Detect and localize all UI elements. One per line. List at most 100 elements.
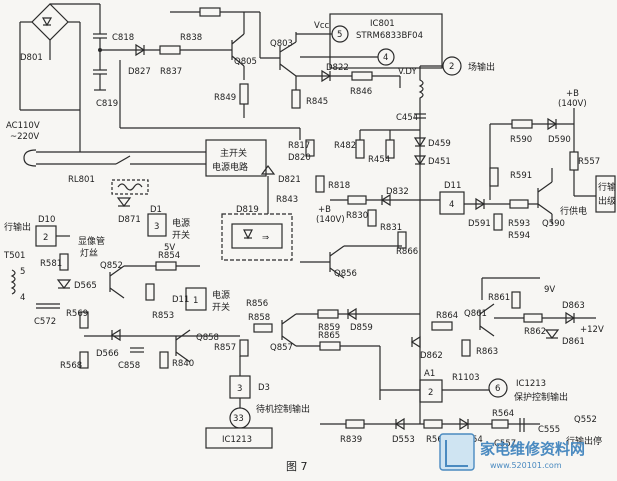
label-D11: D11 bbox=[444, 181, 461, 191]
diode-D553 bbox=[394, 417, 405, 431]
block-pin3-standby bbox=[147, 213, 167, 237]
label-C557: C557 bbox=[494, 439, 516, 449]
label-D871: D871 bbox=[118, 215, 141, 225]
pin-d11-4: 4 bbox=[449, 200, 454, 210]
label-D832: D832 bbox=[386, 187, 409, 197]
label-D819: D819 bbox=[236, 205, 259, 215]
label-main-switch-1: 主开关 bbox=[220, 147, 247, 159]
label-D801: D801 bbox=[20, 53, 43, 63]
diode-D565 bbox=[56, 279, 72, 289]
label-C818: C818 bbox=[112, 33, 134, 43]
resistor-R845 bbox=[291, 89, 301, 109]
label-ac-1: AC110V bbox=[6, 121, 40, 131]
resistor-R581 bbox=[59, 253, 69, 271]
resistor-R838 bbox=[199, 7, 221, 17]
resistor-R594 bbox=[493, 213, 503, 231]
block-D11-pin4 bbox=[439, 191, 465, 215]
transistor-Q590 bbox=[537, 168, 553, 224]
label-R861: R861 bbox=[488, 293, 510, 303]
resistor-R831 bbox=[367, 209, 377, 227]
label-C572: C572 bbox=[34, 317, 56, 327]
label-kinescope-1: 显像管 bbox=[78, 235, 105, 247]
resistor-R866 bbox=[397, 231, 407, 249]
label-R856: R856 bbox=[246, 299, 268, 309]
resistor-R593 bbox=[509, 199, 529, 209]
label-D3: D3 bbox=[258, 383, 270, 393]
label-line-out-tr: 行输出 bbox=[4, 221, 31, 233]
resistor-R837 bbox=[159, 45, 181, 55]
label-D859: D859 bbox=[350, 323, 373, 333]
label-line-out-2: 出级 bbox=[598, 195, 616, 207]
label-main-switch-2: 电源电路 bbox=[212, 161, 248, 173]
label-b140-2: +B bbox=[318, 205, 331, 215]
label-standby-1: 电源 bbox=[172, 217, 190, 229]
bridge-rectifier-D801 bbox=[19, 3, 81, 150]
resistor-R568 bbox=[79, 351, 89, 369]
ic-IC1213-standby bbox=[205, 427, 273, 449]
label-standby-out: 待机控制输出 bbox=[256, 403, 310, 415]
resistor-R590 bbox=[511, 119, 533, 129]
diode-D861 bbox=[544, 329, 560, 339]
resistor-R857 bbox=[239, 339, 249, 357]
diode-D451 bbox=[413, 155, 427, 166]
label-R593: R593 bbox=[508, 219, 530, 229]
label-R863: R863 bbox=[476, 347, 498, 357]
label-R590: R590 bbox=[510, 135, 532, 145]
label-R845: R845 bbox=[306, 97, 328, 107]
pin-a1-2: 2 bbox=[428, 388, 433, 398]
coil-T501 bbox=[10, 269, 16, 295]
resistor-R846 bbox=[351, 71, 373, 81]
pin-3: 3 bbox=[154, 222, 159, 232]
block-main-switch-power bbox=[205, 139, 267, 177]
pin-6: 6 bbox=[495, 384, 500, 394]
label-line-power: 行供电 bbox=[560, 205, 587, 217]
label-R857: R857 bbox=[214, 343, 236, 353]
resistor-R862 bbox=[523, 313, 543, 323]
label-Q852: Q852 bbox=[100, 261, 123, 271]
label-Q805: Q805 bbox=[234, 57, 257, 67]
diode-D862 bbox=[410, 335, 421, 349]
label-R567: R567 bbox=[426, 435, 448, 445]
label-D861: D861 bbox=[562, 337, 585, 347]
label-D822: D822 bbox=[326, 63, 349, 73]
label-R859: R859 bbox=[318, 323, 340, 333]
resistor-R840 bbox=[159, 351, 169, 369]
resistor-R557 bbox=[569, 151, 579, 171]
label-D565: D565 bbox=[74, 281, 97, 291]
label-9v: 9V bbox=[544, 285, 555, 295]
label-ac-2: ~220V bbox=[10, 132, 39, 142]
diode-D822 bbox=[296, 69, 400, 83]
resistor-R861 bbox=[511, 291, 521, 309]
pin-t501-4: 4 bbox=[20, 293, 25, 303]
watermark-url: www.520101.com bbox=[490, 461, 562, 470]
label-Q861: Q861 bbox=[464, 309, 487, 319]
label-R1103: R1103 bbox=[452, 373, 480, 383]
label-D821: D821 bbox=[278, 175, 301, 185]
pin-field-2: 2 bbox=[449, 62, 454, 72]
label-D11b: D11 bbox=[172, 295, 189, 305]
resistor-R859 bbox=[317, 309, 339, 319]
label-R818: R818 bbox=[328, 181, 350, 191]
label-R564: R564 bbox=[492, 409, 514, 419]
label-R591: R591 bbox=[510, 171, 532, 181]
resistor-R818 bbox=[315, 175, 325, 193]
label-C555: C555 bbox=[538, 425, 560, 435]
label-R864: R864 bbox=[436, 311, 458, 321]
resistor-R858 bbox=[253, 323, 273, 333]
resistor-R853 bbox=[145, 283, 155, 301]
watermark-logo: 家电维修资料网 www.520101.com bbox=[439, 433, 585, 471]
transistor-Q856 bbox=[300, 245, 402, 279]
label-IC801-part: STRM6833BF04 bbox=[356, 31, 423, 41]
ac-plug-icon bbox=[23, 149, 37, 167]
optocoupler-D819 bbox=[221, 213, 293, 261]
block-line-output-stage bbox=[595, 175, 616, 213]
pin-d11-1: 1 bbox=[193, 296, 198, 306]
label-R482: R482 bbox=[334, 141, 356, 151]
label-Q803: Q803 bbox=[270, 39, 293, 49]
diode-D591 bbox=[475, 197, 486, 211]
pin-d10-2: 2 bbox=[43, 233, 48, 243]
label-RL801: RL801 bbox=[68, 175, 95, 185]
resistor-R839 bbox=[345, 419, 365, 429]
label-R568: R568 bbox=[60, 361, 82, 371]
label-R830: R830 bbox=[346, 211, 368, 221]
